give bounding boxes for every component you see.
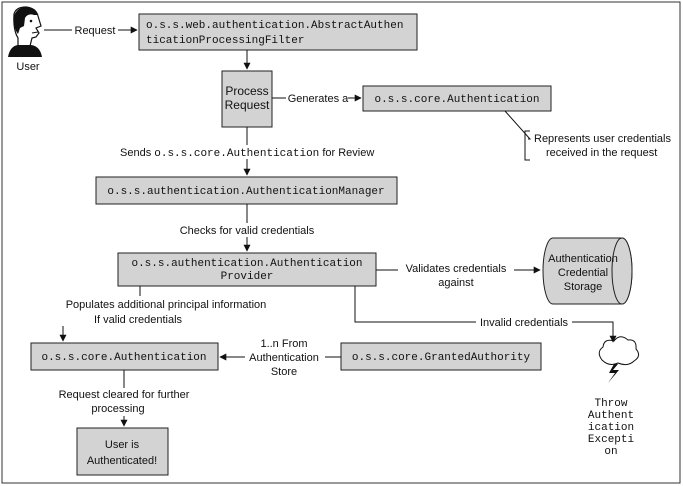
svg-text:Authent: Authent [588,410,634,422]
edge-generates: Generates a [272,91,362,105]
granted-authority-node: o.s.s.core.GrantedAuthority [340,342,542,371]
auth-token-label: o.s.s.core.Authentication [374,94,539,106]
cleared-line-1: Request cleared for further [59,389,190,401]
edge-populates: Populates additional principal informati… [59,286,270,342]
edge-sends-for-review: Sends o.s.s.core.Authentication for Revi… [115,127,387,176]
provider-line-2: Provider [221,271,274,283]
edge-request: Request [44,23,138,37]
manager-label: o.s.s.authentication.AuthenticationManag… [107,186,384,198]
process-line-1: Process [225,84,268,98]
storage-line-1: Authentication [548,253,618,265]
authentication-manager-node: o.s.s.authentication.AuthenticationManag… [95,176,398,205]
svg-text:Excepti: Excepti [588,434,635,446]
svg-text:on: on [604,446,617,458]
authentication-token-node: o.s.s.core.Authentication [362,85,552,112]
checks-label: Checks for valid credentials [180,225,315,237]
populates-line-1: Populates additional principal informati… [66,299,267,311]
validates-line-1: Validates credentials [406,263,507,275]
credential-storage-node: Authentication Credential Storage [542,237,633,305]
svg-text:Throw: Throw [594,398,627,410]
from-store-line-1: 1..n From [260,338,307,350]
edge-from-store: 1..n From Authentication Store [219,336,341,378]
sends-label: Sends o.s.s.core.Authentication for Revi… [120,147,374,160]
filter-line-1: o.s.s.web.authentication.AbstractAuthen [146,20,403,32]
storage-line-3: Storage [564,281,603,293]
user-icon [8,6,42,57]
granted-label: o.s.s.core.GrantedAuthority [352,352,531,364]
process-request-node: Process Request [221,70,273,128]
provider-line-1: o.s.s.authentication.Authentication [131,258,362,270]
generates-label: Generates a [288,93,349,105]
authentication-result-node: o.s.s.core.Authentication [30,342,219,371]
auth-result-label: o.s.s.core.Authentication [41,352,206,364]
filter-line-2: ticationProcessingFilter [146,35,304,47]
edge-cleared: Request cleared for further processing [55,370,195,427]
exception-label: Throw Authent ication Excepti on [588,398,635,458]
storage-line-2: Credential [558,267,608,279]
authenticated-line-2: Authenticated! [87,455,157,467]
user-label: User [16,61,40,73]
request-label: Request [75,25,116,37]
authenticated-line-1: User is [105,439,140,451]
cleared-line-2: processing [91,403,144,415]
user-authenticated-node: User is Authenticated! [76,427,169,476]
edge-validates: Validates credentials against [376,262,541,290]
process-line-2: Request [225,98,270,112]
note-line-1: Represents user credentials [534,133,671,145]
invalid-label: Invalid credentials [480,317,569,329]
note-line-2: received in the request [546,147,657,159]
from-store-line-3: Store [271,366,297,378]
from-store-line-2: Authentication [249,352,319,364]
populates-line-2: If valid credentials [94,314,183,326]
svg-text:ication: ication [588,422,634,434]
edge-invalid: Invalid credentials [354,286,617,343]
edge-checks: Checks for valid credentials [176,204,318,252]
note-callout: Represents user credentials received in … [504,110,671,161]
filter-node: o.s.s.web.authentication.AbstractAuthen … [138,13,418,51]
authentication-provider-node: o.s.s.authentication.Authentication Prov… [117,252,377,287]
exception-cloud-icon [598,336,640,383]
validates-line-2: against [438,277,473,289]
